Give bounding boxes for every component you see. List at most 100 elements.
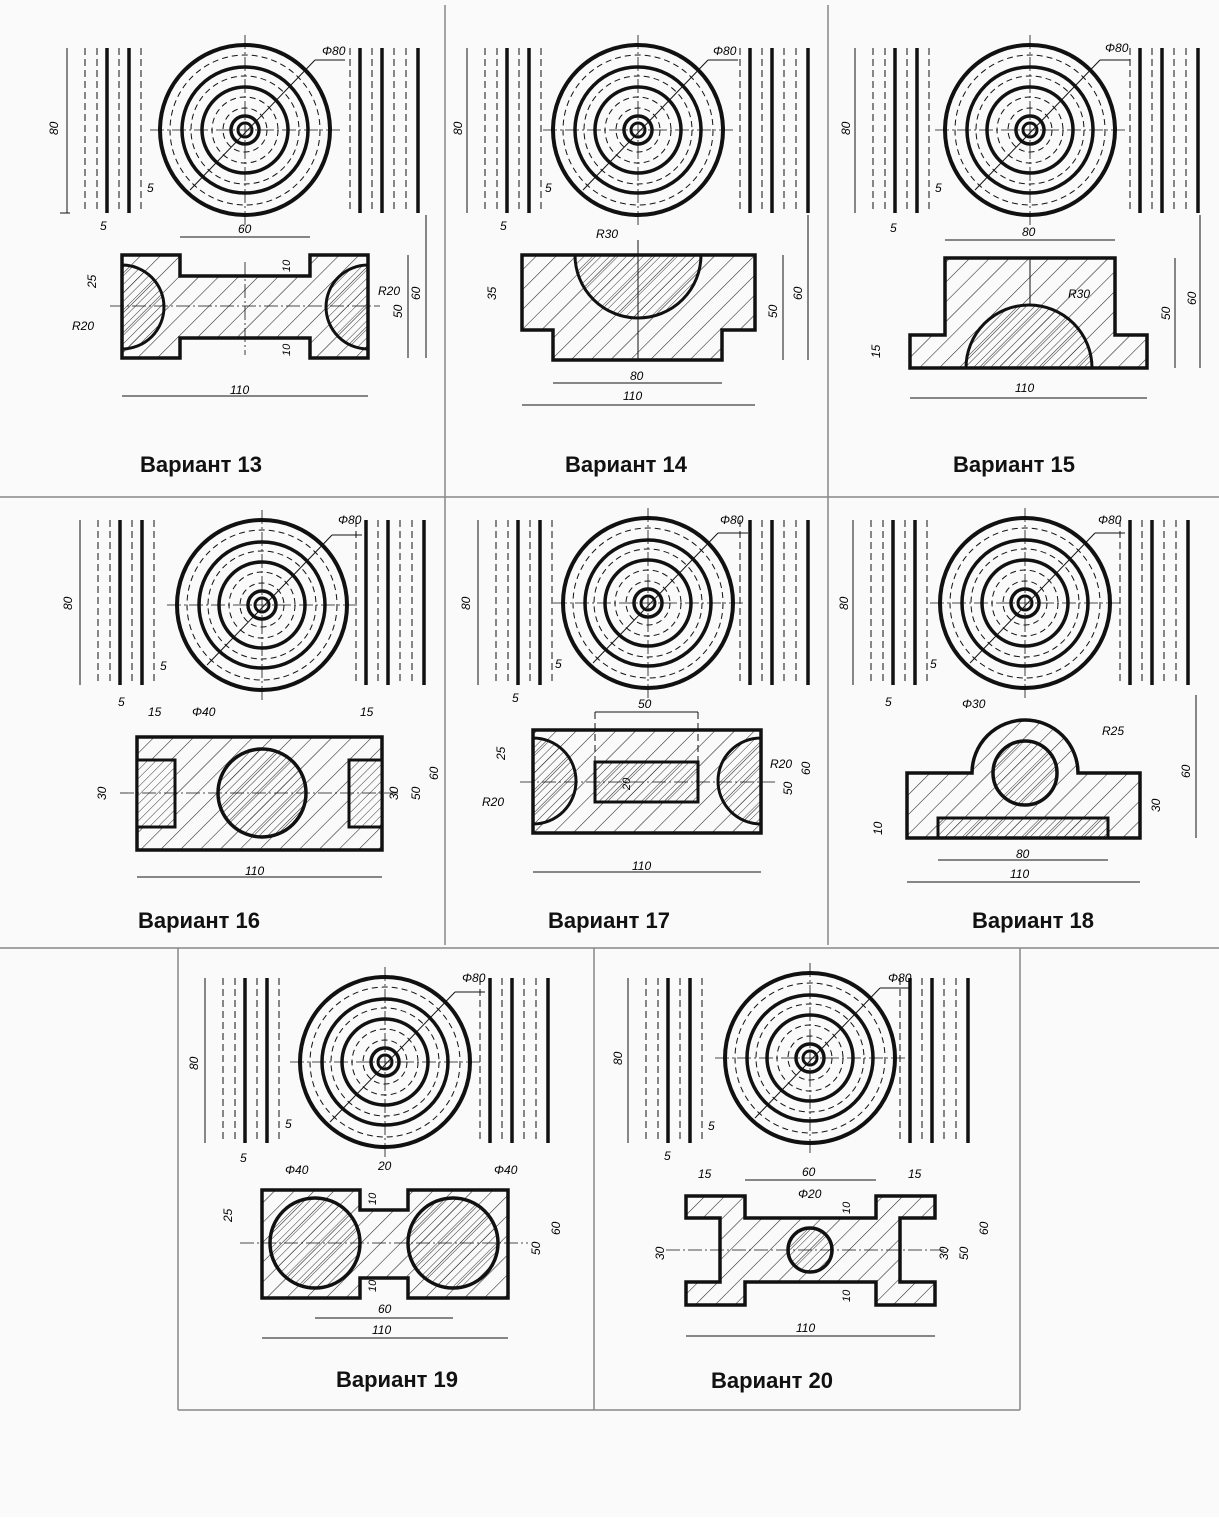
dim-label: Φ80 — [462, 971, 486, 985]
dim-label: Φ80 — [713, 44, 737, 58]
dim-label: R25 — [1102, 724, 1124, 738]
dim-label: 80 — [837, 596, 851, 610]
section-view — [110, 253, 380, 360]
dim-label: 35 — [485, 286, 499, 300]
dim-label: 5 — [664, 1149, 671, 1163]
dim-label: 30 — [653, 1246, 667, 1260]
section-view — [908, 256, 1149, 370]
dim-label: Φ40 — [494, 1163, 518, 1177]
dim-label: 110 — [1015, 381, 1034, 395]
dim-label: 60 — [977, 1221, 991, 1235]
side-strips-right — [348, 46, 420, 215]
dim-label: 25 — [221, 1208, 235, 1223]
dim-label: 5 — [930, 657, 937, 671]
dim-label: 10 — [281, 259, 293, 272]
dim-label: 80 — [459, 596, 473, 610]
dim-label: 25 — [494, 746, 508, 761]
section-view — [520, 712, 775, 835]
dim-label: R20 — [482, 795, 504, 809]
variant-19-label: Вариант 19 — [336, 1367, 458, 1392]
dim-label: Φ80 — [720, 513, 744, 527]
dim-label: 80 — [61, 596, 75, 610]
dim-label: 5 — [285, 1117, 292, 1131]
dim-label: 50 — [391, 304, 405, 318]
dim-label: 50 — [781, 781, 795, 795]
variant-14-label: Вариант 14 — [565, 452, 687, 477]
dim-label: 5 — [240, 1151, 247, 1165]
dim-label: 15 — [698, 1167, 712, 1181]
dim-label: 50 — [1159, 306, 1173, 320]
dim-label: 80 — [451, 121, 465, 135]
dim-label: 30 — [387, 786, 401, 800]
dim-label: Φ20 — [798, 1187, 822, 1201]
variant-18-drawing: 80 5 5 Φ80 Φ30 R25 10 30 80 110 60 — [837, 506, 1197, 883]
dim-label: 20 — [621, 777, 633, 791]
dim-label: 5 — [100, 219, 107, 233]
dim-label: 110 — [230, 383, 249, 397]
dim-label: 50 — [529, 1241, 543, 1255]
variant-17-label: Вариант 17 — [548, 908, 670, 933]
dim-label: Φ80 — [888, 971, 912, 985]
dim-label: 60 — [1179, 764, 1193, 778]
dim-label: 20 — [377, 1159, 392, 1173]
dim-label: 110 — [623, 389, 642, 403]
variant-13-drawing: 80 5 5 Φ80 60 110 25 R20 R20 10 10 50 60 — [47, 33, 427, 397]
dim-label: 110 — [796, 1321, 815, 1335]
dim-label: 5 — [890, 221, 897, 235]
dim-label: 15 — [908, 1167, 922, 1181]
dim-label: 15 — [148, 705, 162, 719]
dim-label: 50 — [957, 1246, 971, 1260]
dim-label: Φ80 — [338, 513, 362, 527]
dim-label: 60 — [238, 222, 252, 236]
dim-label: 5 — [147, 181, 154, 195]
dim-label: 10 — [367, 1279, 379, 1292]
dim-label: 25 — [85, 274, 99, 289]
variant-14-drawing: 80 5 5 Φ80 R30 35 80 110 50 60 — [451, 33, 810, 406]
dim-label: 110 — [632, 859, 651, 873]
dim-label: 60 — [799, 761, 813, 775]
dim-label: 80 — [47, 121, 61, 135]
dim-label: 60 — [802, 1165, 816, 1179]
dim-label: 50 — [766, 304, 780, 318]
section-view — [905, 718, 1142, 840]
circular-top-view — [148, 33, 347, 227]
variant-20-drawing: 80 5 5 Φ80 15 60 15 Φ20 10 10 30 30 50 6… — [611, 961, 991, 1337]
dim-label: 60 — [549, 1221, 563, 1235]
dim-label: 10 — [841, 1201, 853, 1214]
dim-label: 5 — [545, 181, 552, 195]
dim-label: 15 — [869, 344, 883, 358]
variant-18-label: Вариант 18 — [972, 908, 1094, 933]
dim-label: Φ80 — [1105, 41, 1129, 55]
dim-label: R30 — [1068, 287, 1090, 301]
dim-label: 5 — [500, 219, 507, 233]
dim-label: 60 — [1185, 291, 1199, 305]
dim-label: 80 — [839, 121, 853, 135]
dim-label: 60 — [427, 766, 441, 780]
dim-label: 60 — [409, 286, 423, 300]
dim-label: 5 — [555, 657, 562, 671]
dim-label: 80 — [630, 369, 644, 383]
dim-label: 80 — [611, 1051, 625, 1065]
variant-16-drawing: 80 5 5 Φ80 15 15 Φ40 30 30 50 60 110 — [61, 508, 441, 878]
dim-label: Φ30 — [962, 697, 986, 711]
dim-label: 80 — [187, 1056, 201, 1070]
section-view — [120, 735, 400, 852]
dim-label: 30 — [95, 786, 109, 800]
variant-15-label: Вариант 15 — [953, 452, 1075, 477]
dim-label: 5 — [885, 695, 892, 709]
variant-17-drawing: 80 5 5 Φ80 50 25 20 R20 R20 50 60 110 — [459, 506, 813, 873]
dim-label: 5 — [118, 695, 125, 709]
dim-label: 5 — [935, 181, 942, 195]
dim-label: Φ80 — [322, 44, 346, 58]
dim-label: R20 — [378, 284, 400, 298]
variant-16-label: Вариант 16 — [138, 908, 260, 933]
panel-grid — [0, 5, 1219, 1411]
dim-label: 30 — [937, 1246, 951, 1260]
dim-label: Φ40 — [192, 705, 216, 719]
dim-label: 110 — [245, 864, 264, 878]
dim-label: 80 — [1016, 847, 1030, 861]
dim-label: 10 — [367, 1192, 379, 1205]
dim-label: 10 — [281, 343, 293, 356]
